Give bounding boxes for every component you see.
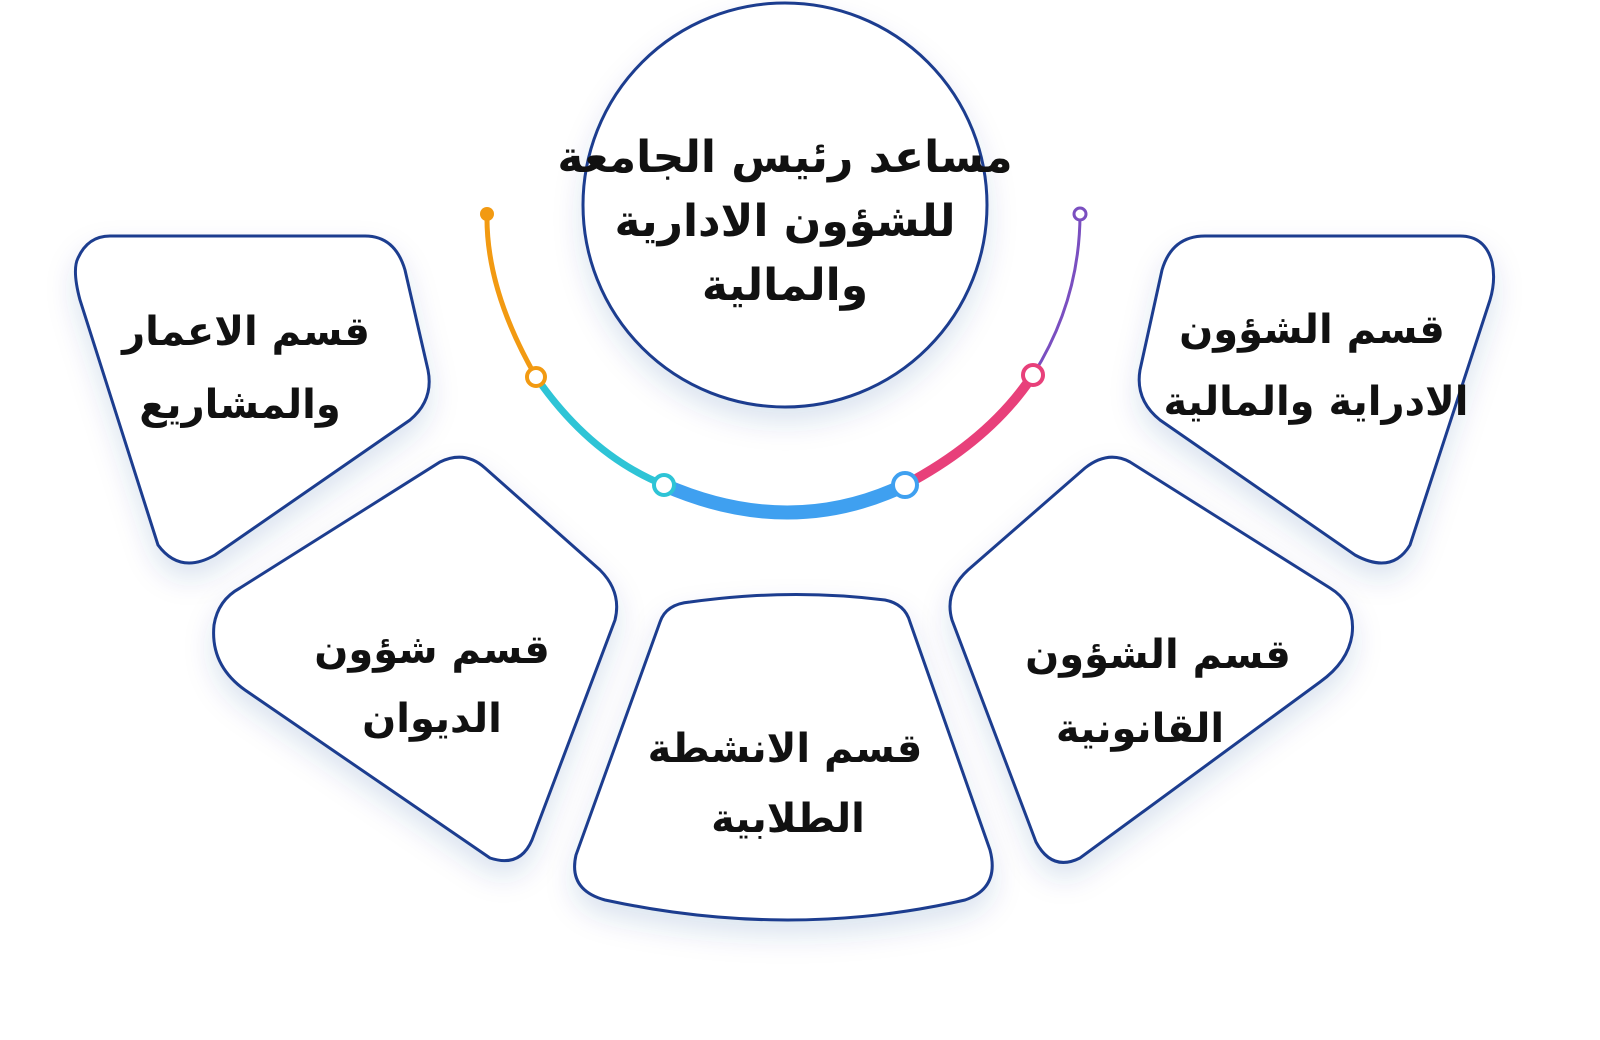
department-diwan: قسم شؤون الديوان — [212, 455, 619, 863]
center-line-1: مساعد رئيس الجامعة — [557, 132, 1012, 183]
department-construction-shape — [73, 234, 431, 565]
department-student-activities-shape — [573, 592, 994, 922]
department-diwan-line-2: الديوان — [362, 696, 502, 742]
department-admin-finance-line-2: الادراية والمالية — [1164, 379, 1469, 425]
department-diwan-shape — [212, 455, 619, 863]
department-student-activities-line-1: قسم الانشطة — [648, 726, 923, 772]
center-node: مساعد رئيس الجامعة للشؤون الادارية والما… — [557, 1, 1013, 409]
arc-node-orange — [525, 366, 547, 388]
department-student-activities-line-2: الطلابية — [711, 796, 865, 842]
arc-segment-purple — [1031, 212, 1082, 377]
connector-arc — [480, 206, 1088, 520]
center-line-3: والمالية — [702, 260, 868, 311]
arc-node-cyan — [652, 473, 676, 497]
department-diwan-line-1: قسم شؤون — [314, 627, 550, 673]
department-admin-finance-shape — [1137, 234, 1496, 565]
department-legal-shape — [948, 455, 1355, 864]
center-line-2: للشؤون الادارية — [614, 196, 955, 247]
arc-end-dot-purple — [1072, 206, 1088, 222]
department-construction-line-1: قسم الاعمار — [120, 309, 370, 355]
department-construction: قسم الاعمار والمشاريع — [73, 234, 431, 565]
arc-segment-orange — [484, 212, 539, 380]
department-student-activities: قسم الانشطة الطلابية — [573, 592, 994, 922]
arc-node-blue — [891, 471, 919, 499]
arc-segment-cyan — [532, 373, 668, 489]
center-circle — [581, 1, 989, 409]
arc-end-dot-orange — [480, 207, 494, 221]
department-admin-finance: قسم الشؤون الادراية والمالية — [1137, 234, 1496, 565]
department-legal-line-2: القانونية — [1056, 706, 1224, 752]
department-legal-line-1: قسم الشؤون — [1025, 632, 1291, 678]
department-admin-finance-line-1: قسم الشؤون — [1179, 307, 1445, 353]
arc-segment-pink — [900, 370, 1038, 490]
department-construction-line-2: والمشاريع — [139, 382, 341, 428]
department-legal: قسم الشؤون القانونية — [948, 455, 1355, 864]
arc-node-pink — [1021, 363, 1045, 387]
arc-segment-blue — [657, 478, 912, 520]
